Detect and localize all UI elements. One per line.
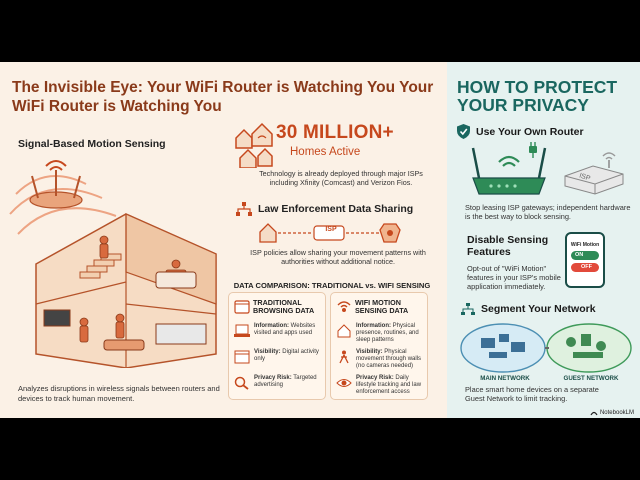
router-icon <box>29 160 83 209</box>
disable-description: Opt-out of "WiFi Motion" features in you… <box>467 264 561 291</box>
right-panel: HOW TO PROTECT YOUR PRIVACY Use Your Own… <box>447 62 640 418</box>
phone-label: WiFi Motion <box>570 242 600 248</box>
laptop-icon <box>234 324 250 337</box>
main-network-label: MAIN NETWORK <box>480 375 530 382</box>
network-tree-icon <box>461 303 475 315</box>
network-icon <box>236 202 252 216</box>
router-section-header: Use Your Own Router <box>457 124 584 139</box>
notebooklm-logo-icon <box>590 411 598 416</box>
houses-icon <box>235 122 273 168</box>
network-segmentation-graphic <box>460 323 632 373</box>
router-description: Stop leasing ISP gateways; independent h… <box>465 203 631 221</box>
traditional-risk-label: Privacy Risk: <box>254 375 292 381</box>
segment-section-header: Segment Your Network <box>461 303 596 315</box>
traditional-visibility-label: Visibility: <box>254 349 281 355</box>
law-title: Law Enforcement Data Sharing <box>258 203 414 215</box>
traditional-heading: TRADITIONAL BROWSING DATA <box>253 298 315 315</box>
eye-icon <box>336 379 352 387</box>
left-panel: The Invisible Eye: Your WiFi Router is W… <box>0 62 447 418</box>
traditional-visibility-value: Digital activity only <box>254 349 319 362</box>
wifi-person-icon <box>337 301 351 312</box>
on-toggle[interactable]: ON <box>571 251 599 260</box>
wifi-visibility-label: Visibility: <box>356 349 383 355</box>
wifi-heading: WIFI MOTION SENSING DATA <box>355 298 409 315</box>
guest-network-label: GUEST NETWORK <box>563 375 619 382</box>
wifi-info-value: Physical presence, routines, and sleep p… <box>356 323 419 343</box>
notebooklm-brand: NotebookLM <box>590 410 634 416</box>
traditional-info-label: Information: <box>254 323 289 329</box>
stat-description: Technology is already deployed through m… <box>259 169 423 187</box>
walking-person-icon <box>339 350 349 364</box>
sensing-caption: Analyzes disruptions in wireless signals… <box>18 384 220 403</box>
brand-label: NotebookLM <box>599 410 634 416</box>
phone-mockup: WiFi Motion ON OFF <box>565 232 605 288</box>
homes-stat: 30 MILLION+ Homes Active <box>232 114 442 172</box>
isp-gateway-icon <box>564 152 624 195</box>
stat-number: 30 MILLION+ <box>276 122 394 143</box>
window-icon <box>234 350 250 364</box>
traditional-info-value: Websites visited and apps used <box>254 323 316 336</box>
home-icon <box>259 223 277 243</box>
off-toggle[interactable]: OFF <box>571 263 599 272</box>
disable-section-title: Disable Sensing Features <box>467 234 549 258</box>
browser-icon <box>234 300 250 314</box>
comparison-title: DATA COMPARISON: TRADITIONAL vs. WIFI SE… <box>233 281 431 290</box>
shield-check-icon <box>457 124 470 139</box>
home-wifi-icon <box>337 324 351 338</box>
main-title: The Invisible Eye: Your WiFi Router is W… <box>12 79 434 115</box>
badge-icon <box>379 223 401 243</box>
wifi-risk-value: Daily lifestyle tracking and law enforce… <box>356 375 422 395</box>
house-illustration <box>9 160 217 368</box>
wifi-column: WIFI MOTION SENSING DATA Information: Ph… <box>330 292 428 400</box>
infographic: The Invisible Eye: Your WiFi Router is W… <box>0 62 640 418</box>
wifi-risk-label: Privacy Risk: <box>356 375 394 381</box>
law-description: ISP policies allow sharing your movement… <box>250 248 426 266</box>
plug-icon <box>529 142 537 158</box>
magnifier-icon <box>234 376 249 390</box>
traditional-column: TRADITIONAL BROWSING DATA Information: W… <box>228 292 326 400</box>
traditional-risk-value: Targeted advertising <box>254 375 317 388</box>
isp-label: ISP <box>325 226 337 233</box>
personal-router-icon <box>471 147 547 195</box>
protect-title: HOW TO PROTECT YOUR PRIVACY <box>457 77 618 115</box>
subtitle: Signal-Based Motion Sensing <box>18 138 166 150</box>
wifi-info-label: Information: <box>356 323 391 329</box>
stat-label: Homes Active <box>290 146 361 158</box>
segment-description: Place smart home devices on a separate G… <box>465 385 599 403</box>
data-sharing-graphic <box>259 223 401 243</box>
law-enforcement-header: Law Enforcement Data Sharing <box>236 202 436 216</box>
router-section-title: Use Your Own Router <box>476 125 584 138</box>
wifi-visibility-value: Physical movement through walls (no came… <box>356 349 422 369</box>
segment-section-title: Segment Your Network <box>481 303 596 315</box>
